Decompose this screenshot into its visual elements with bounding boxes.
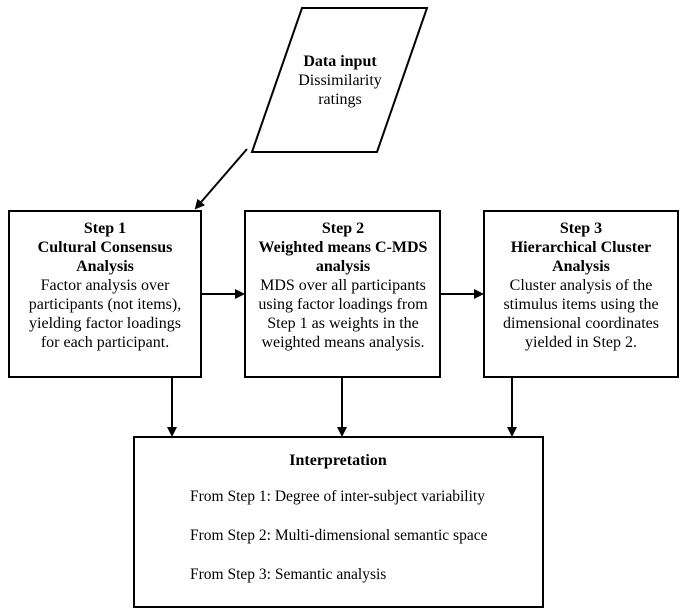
step1-title-line: Step 1: [83, 220, 127, 237]
step2-body-line: Step 1 as weights in the: [267, 315, 419, 332]
step2-body-line: MDS over all participants: [260, 277, 426, 294]
interpretation-title-wrap: Interpretation: [137, 451, 539, 470]
step3-body-line: stimulus items using the: [503, 296, 659, 313]
step2-title-line: Step 2: [321, 220, 365, 237]
step3-title-line: Step 3: [559, 220, 603, 237]
data-input-shape: [250, 7, 429, 153]
step3-node: Step 3 Hierarchical Cluster Analysis Clu…: [487, 219, 675, 352]
step1-body-line: Factor analysis over: [40, 277, 170, 294]
step3-title-line: Analysis: [552, 258, 610, 275]
step1-body-line: for each participant.: [40, 334, 170, 351]
step2-title-line: Weighted means C-MDS: [258, 239, 428, 256]
step1-title-line: Analysis: [76, 258, 134, 275]
step1-body-line: participants (not items),: [28, 296, 182, 313]
data-input-node: Data input Dissimilarity ratings: [275, 52, 405, 109]
step1-body-line: yielding factor loadings: [29, 315, 181, 332]
step3-title-line: Hierarchical Cluster: [510, 239, 652, 256]
step2-body-line: using factor loadings from: [258, 296, 428, 313]
interpretation-line-step3: From Step 3: Semantic analysis: [190, 566, 387, 583]
data-input-body-line: Dissimilarity: [298, 72, 382, 89]
data-input-body-line: ratings: [318, 91, 362, 108]
arrow-input-to-step1: [194, 148, 248, 210]
data-input-title: Data input: [303, 53, 377, 70]
interpretation-line-step1: From Step 1: Degree of inter-subject var…: [190, 488, 485, 505]
step3-body-line: Cluster analysis of the: [509, 277, 653, 294]
interpretation-line-step2: From Step 2: Multi-dimensional semantic …: [190, 527, 488, 544]
interpretation-title: Interpretation: [289, 452, 387, 469]
step2-node: Step 2 Weighted means C-MDS analysis MDS…: [249, 219, 437, 352]
step1-box: [8, 210, 202, 378]
step1-node: Step 1 Cultural Consensus Analysis Facto…: [12, 219, 198, 352]
interpretation-box: [133, 436, 544, 608]
step2-title-line: analysis: [315, 258, 371, 275]
step3-box: [483, 210, 679, 378]
step3-body-line: yielded in Step 2.: [525, 334, 637, 351]
step1-title-line: Cultural Consensus: [37, 239, 173, 256]
step3-body-line: dimensional coordinates: [503, 315, 659, 332]
step2-body-line: weighted means analysis.: [261, 334, 425, 351]
